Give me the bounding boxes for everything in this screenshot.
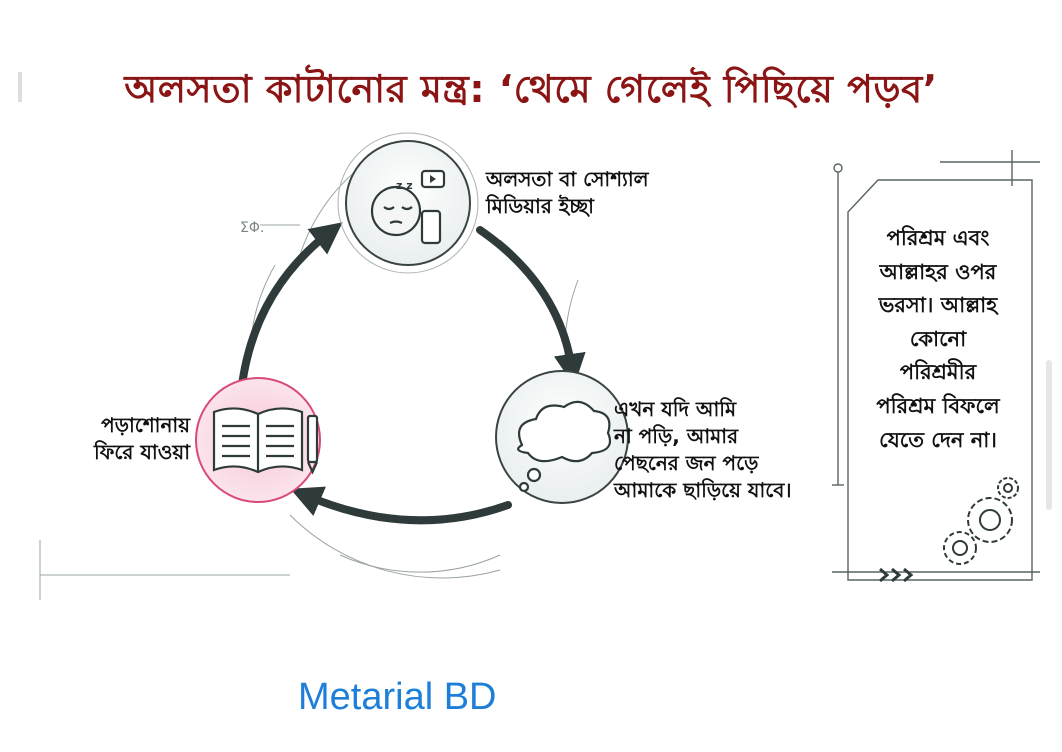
node-laziness: z z bbox=[337, 132, 479, 274]
quote-panel-frame bbox=[832, 150, 1040, 581]
quote-line: ভরসা। আল্লাহ bbox=[878, 293, 998, 318]
arrow-study-to-laziness bbox=[238, 222, 343, 389]
node-study-line: পড়াশোনায় bbox=[101, 413, 190, 437]
scan-edge-mark bbox=[18, 72, 22, 102]
chevron-right-icon bbox=[879, 567, 914, 583]
node-laziness-line: অলসতা বা সোশ্যাল bbox=[486, 167, 649, 191]
svg-text:z z: z z bbox=[396, 179, 413, 192]
node-laziness-label: অলসতা বা সোশ্যাল মিডিয়ার ইচ্ছা bbox=[486, 166, 649, 220]
sleepy-face-phone-icon: z z bbox=[370, 169, 446, 245]
node-thought-line: আমাকে ছাড়িয়ে যাবে। bbox=[614, 478, 792, 502]
node-study bbox=[195, 377, 321, 503]
node-thought bbox=[495, 370, 629, 504]
node-thought-line: না পড়ি, আমার bbox=[614, 424, 739, 448]
thought-cloud-icon bbox=[517, 400, 612, 493]
node-laziness-line: মিডিয়ার ইচ্ছা bbox=[486, 194, 594, 218]
brand-watermark[interactable]: Metarial BD bbox=[298, 676, 497, 718]
arrow-thought-to-study bbox=[290, 486, 512, 525]
node-thought-line: পেছনের জন পড়ে bbox=[614, 451, 759, 475]
quote-line: পরিশ্রম এবং bbox=[886, 226, 990, 250]
quote-line: আল্লাহর ওপর bbox=[879, 259, 997, 284]
quote-line: যেতে দেন না। bbox=[879, 427, 997, 452]
cycle-arrows bbox=[238, 222, 586, 525]
node-study-label: পড়াশোনায় ফিরে যাওয়া bbox=[60, 412, 190, 466]
node-thought-label: এখন যদি আমি না পড়ি, আমার পেছনের জন পড়ে… bbox=[614, 396, 792, 504]
quote-panel: পরিশ্রম এবং আল্লাহর ওপর ভরসা। আল্লাহ কোন… bbox=[858, 222, 1018, 457]
page-title: অলসতা কাটানোর মন্ত্র: ‘থেমে গেলেই পিছিয়… bbox=[124, 67, 938, 111]
gears-icon bbox=[943, 477, 1019, 565]
arrow-laziness-to-thought bbox=[476, 226, 586, 386]
open-book-pen-icon bbox=[212, 407, 319, 475]
math-annotation: ΣΦ. bbox=[240, 220, 264, 236]
node-study-line: ফিরে যাওয়া bbox=[94, 440, 190, 464]
quote-line: কোনো bbox=[909, 326, 967, 351]
scrollbar[interactable] bbox=[1046, 360, 1052, 510]
quote-line: পরিশ্রমীর bbox=[899, 360, 977, 385]
node-thought-line: এখন যদি আমি bbox=[614, 397, 737, 421]
orbit-lines bbox=[39, 159, 579, 600]
quote-line: পরিশ্রম বিফলে bbox=[876, 393, 1000, 418]
